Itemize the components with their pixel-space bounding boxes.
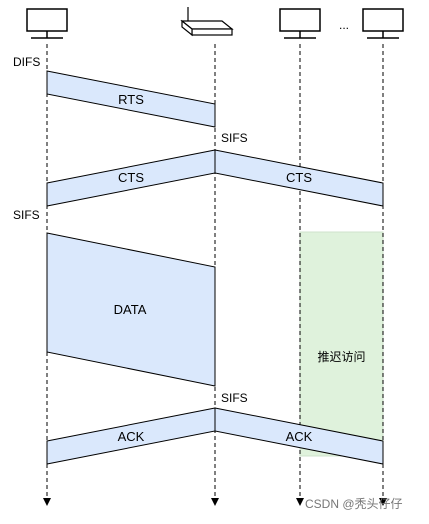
ack-frame-left-label: ACK [118,429,145,444]
arrowhead-station-d [379,498,387,506]
difs-label: DIFS [13,55,40,69]
data-frame-label: DATA [114,302,147,317]
more-stations-ellipsis: ... [339,18,349,32]
station-d-computer-icon [362,8,404,39]
arrowhead-sender [43,498,51,506]
station-c-computer-icon [279,8,321,39]
rts-frame-label: RTS [118,92,144,107]
arrowhead-station-c [296,498,304,506]
defer-access-label: 推迟访问 [317,350,365,364]
sifs-after-cts-label: SIFS [13,208,40,222]
ack-frame-right-label: ACK [286,429,313,444]
access-point-icon [180,7,234,37]
rts-frame [46,70,216,128]
sifs-after-rts-label: SIFS [221,131,248,145]
cts-frame-left-label: CTS [118,170,144,185]
station-a-computer-icon [26,8,68,39]
watermark: CSDN @秃头仔仔 [305,497,403,511]
ack-frame-to-others [214,407,384,465]
sifs-after-data-label: SIFS [221,391,248,405]
timeline-arrowheads [43,498,387,506]
defer-access-region [299,231,384,457]
data-frame [46,232,216,387]
cts-frame-to-others [214,149,384,207]
cts-frame-right-label: CTS [286,170,312,185]
arrowhead-access-point [211,498,219,506]
